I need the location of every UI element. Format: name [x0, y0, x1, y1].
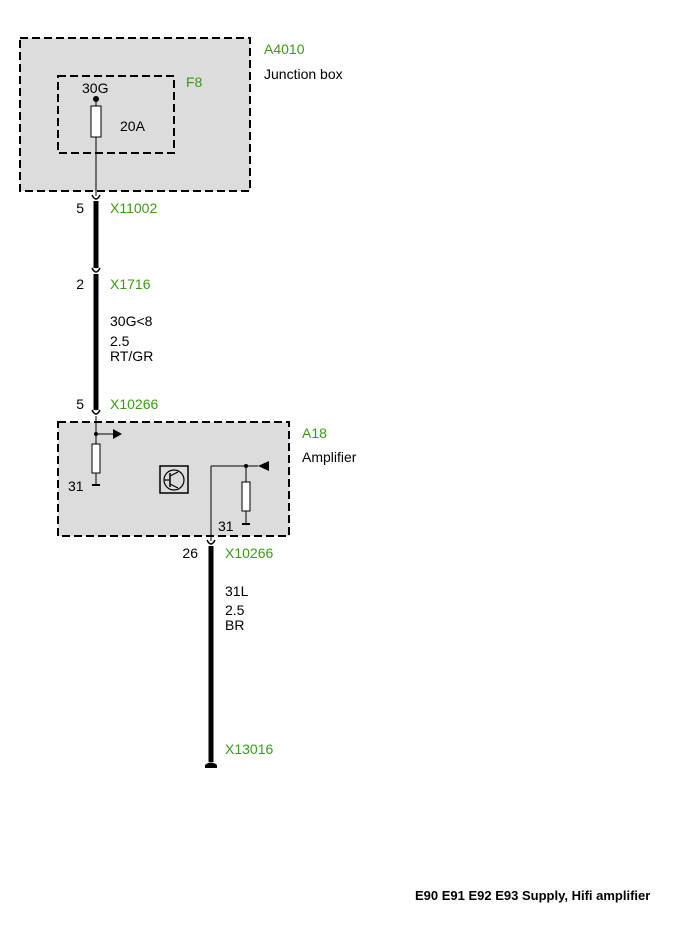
ground-left-label: 31 [68, 478, 84, 494]
wire-supply-color: RT/GR [110, 348, 154, 364]
connector-x10266-out-pin: 26 [182, 545, 198, 561]
fuse-holder-outline [57, 75, 175, 154]
connector-x1716-id: X1716 [110, 276, 151, 292]
connector-x10266-out-id: X10266 [225, 545, 274, 561]
ground-point-x13016-id: X13016 [225, 741, 274, 757]
fuse-icon [90, 105, 102, 138]
amplifier-id: A18 [302, 425, 327, 441]
resistor-right-icon [241, 481, 251, 512]
wire-ground-gauge: 2.5 [225, 602, 245, 618]
connector-x10266-in-id: X10266 [110, 396, 159, 412]
connector-x10266-in-symbol [91, 409, 101, 415]
connector-x1716-pin: 2 [76, 276, 84, 292]
arrow-out-icon [113, 429, 122, 439]
connector-x10266-out-symbol [206, 539, 216, 545]
junction-box-name: Junction box [264, 66, 343, 82]
fuse-id: F8 [186, 74, 203, 90]
wire-supply-gauge: 2.5 [110, 333, 130, 349]
ground-right-label: 31 [218, 518, 234, 534]
connector-x11002-pin: 5 [76, 200, 84, 216]
junction-box-id: A4010 [264, 41, 305, 57]
amplifier-name: Amplifier [302, 449, 357, 465]
ground-point-x13016-icon [205, 762, 217, 768]
diagram-title: E90 E91 E92 E93 Supply, Hifi amplifier [415, 888, 651, 903]
wire-ground-color: BR [225, 617, 245, 633]
connector-x10266-in-pin: 5 [76, 396, 84, 412]
connector-x11002-id: X11002 [110, 200, 158, 216]
connector-x11002-symbol [91, 194, 101, 200]
resistor-left-icon [91, 443, 101, 474]
fuse-rating: 20A [120, 118, 145, 134]
wire-supply-signal: 30G<8 [110, 313, 153, 329]
arrow-in-icon [258, 461, 269, 471]
fuse-terminal-label: 30G [82, 80, 109, 96]
wire-ground-signal: 31L [225, 583, 249, 599]
connector-x1716-symbol [91, 267, 101, 273]
